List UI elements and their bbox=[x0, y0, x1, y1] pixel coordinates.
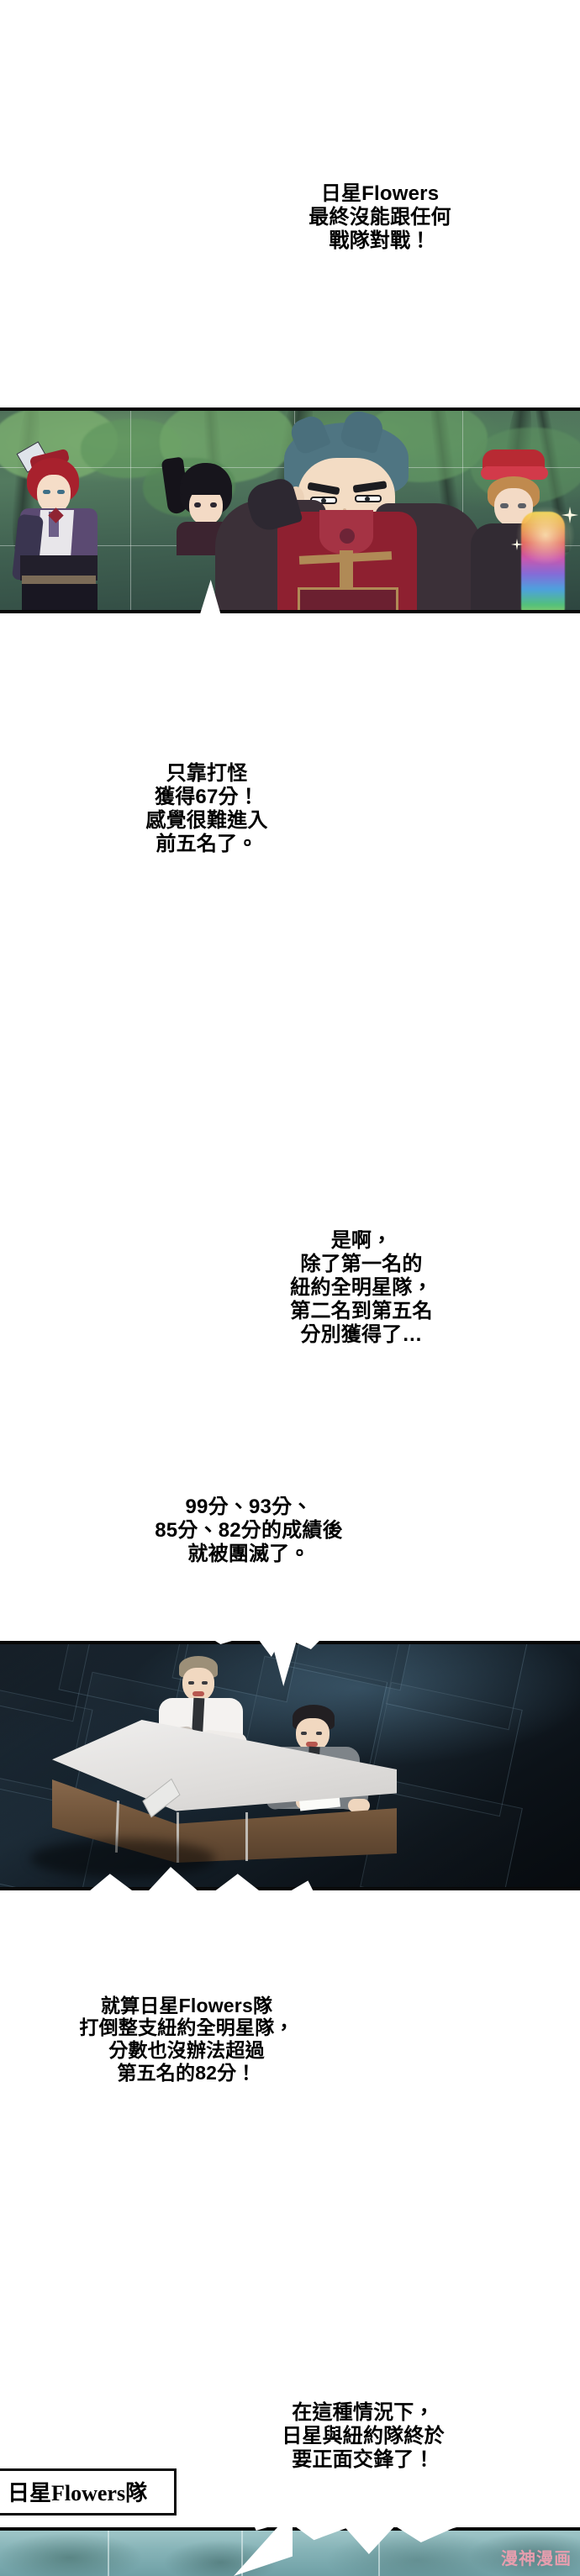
bubble-2-tail-bottom bbox=[207, 985, 237, 1037]
teal-seam bbox=[241, 2531, 243, 2576]
character-black-haired-girl bbox=[161, 456, 245, 589]
speech-bubble-6-text: 在這種情況下， 日星與紐約隊終於 要正面交鋒了！ bbox=[282, 2401, 445, 2471]
speech-bubble-3-text: 是啊， 除了第一名的 紐約全明星隊， 第二名到第五名 分別獲得了… bbox=[290, 1229, 433, 1346]
teal-seam bbox=[378, 2531, 380, 2576]
speech-bubble-4: 99分、93分、 85分、82分的成績後 就被團滅了。 bbox=[108, 1405, 390, 1657]
bubble-5-tail bbox=[195, 2193, 229, 2253]
panel-commentator-desk bbox=[0, 1641, 580, 1890]
gem-clasp bbox=[340, 528, 355, 544]
eye-right bbox=[210, 502, 217, 507]
eye-left bbox=[43, 490, 50, 494]
mouth bbox=[192, 1691, 204, 1696]
speech-bubble-2-text: 只靠打怪 獲得67分！ 感覺很難進入 前五名了。 bbox=[145, 762, 268, 855]
desk-seam bbox=[177, 1812, 179, 1863]
sparkle-glow bbox=[516, 505, 575, 565]
speech-bubble-3: 是啊， 除了第一名的 紐約全明星隊， 第二名到第五名 分別獲得了… bbox=[230, 1133, 493, 1443]
hat-brim-flowers bbox=[481, 466, 548, 480]
lower-body bbox=[22, 584, 98, 610]
speech-bubble-5: 就算日星Flowers隊 打倒整支紐約全明星隊， 分數也沒辦法超過 第五名的82… bbox=[27, 1867, 346, 2211]
commentator-desk bbox=[52, 1720, 397, 1863]
pupil-left bbox=[321, 498, 326, 503]
eye-right bbox=[518, 503, 526, 508]
pupil-right bbox=[365, 497, 370, 502]
eye-left bbox=[500, 503, 509, 508]
overlay-grid-line bbox=[130, 411, 131, 610]
eye-right bbox=[202, 1681, 208, 1685]
speech-bubble-5-text: 就算日星Flowers隊 打倒整支紐約全明星隊， 分數也沒辦法超過 第五名的82… bbox=[79, 1994, 294, 2084]
speech-bubble-1: 日星Flowers 最終沒能跟任何 戰隊對戰！ bbox=[267, 87, 493, 348]
overlay-grid-line bbox=[462, 411, 463, 610]
chest-plate bbox=[298, 587, 398, 610]
eye-right bbox=[316, 1732, 322, 1735]
face bbox=[182, 1668, 214, 1701]
team-label-box: 日星Flowers隊 bbox=[0, 2468, 177, 2516]
team-label-text: 日星Flowers隊 bbox=[8, 2480, 148, 2505]
bangs bbox=[180, 483, 232, 495]
speech-bubble-4-text: 99分、93分、 85分、82分的成績後 就被團滅了。 bbox=[155, 1496, 343, 1565]
panel-forest-scene bbox=[0, 407, 580, 613]
eye-left bbox=[188, 1681, 194, 1685]
speech-bubble-1-text: 日星Flowers 最終沒能跟任何 戰隊對戰！ bbox=[308, 182, 451, 252]
eye-left bbox=[301, 1732, 307, 1735]
hand-right bbox=[348, 1799, 370, 1812]
eye-right bbox=[57, 490, 65, 494]
character-armored-leader bbox=[215, 411, 482, 610]
character-flower-crown-boy bbox=[467, 449, 580, 610]
speech-bubble-6: 在這種情況下， 日星與紐約隊終於 要正面交鋒了！ bbox=[219, 2319, 508, 2554]
character-red-haired-swordswoman bbox=[12, 441, 116, 610]
bubble-1-tail bbox=[402, 333, 432, 386]
belt bbox=[22, 576, 96, 586]
face bbox=[37, 475, 71, 513]
desk-seam bbox=[245, 1812, 248, 1861]
watermark-text: 漫神漫画 bbox=[501, 2550, 572, 2568]
speech-bubble-2: 只靠打怪 獲得67分！ 感覺很難進入 前五名了。 bbox=[81, 620, 333, 998]
desk-shadow bbox=[30, 1839, 215, 1878]
teal-seam bbox=[108, 2531, 109, 2576]
site-watermark: 漫神漫画 bbox=[501, 2545, 572, 2569]
eye-left bbox=[194, 502, 201, 507]
mouth bbox=[306, 1742, 318, 1747]
